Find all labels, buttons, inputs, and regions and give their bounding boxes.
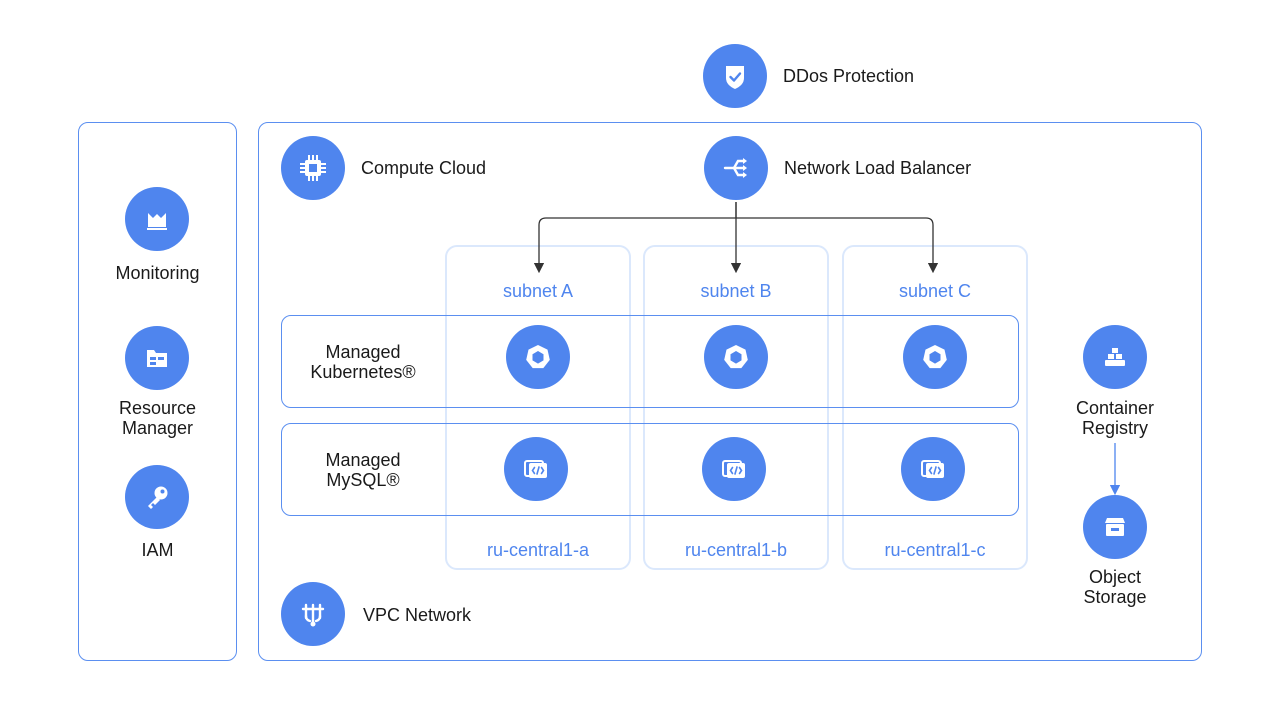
- managed-kubernetes-label: Managed Kubernetes®: [281, 342, 445, 382]
- kubernetes-node-a[interactable]: [506, 325, 570, 389]
- managed-mysql-label: Managed MySQL®: [281, 450, 445, 490]
- database-code-icon: [524, 460, 547, 478]
- network-load-balancer-node[interactable]: [704, 136, 768, 200]
- object-storage-line2: Storage: [1083, 587, 1147, 607]
- managed-kubernetes-line1: Managed: [325, 342, 401, 362]
- iam-label: IAM: [141, 540, 174, 560]
- container-registry-node[interactable]: [1083, 325, 1147, 389]
- object-storage-node[interactable]: [1083, 495, 1147, 559]
- zone-c-label: ru-central1-c: [884, 540, 986, 560]
- subnet-c-label: subnet C: [898, 281, 972, 301]
- resource-folder-icon: [147, 350, 167, 367]
- database-code-icon: [921, 460, 944, 478]
- cpu-chip-icon: [300, 155, 326, 181]
- vpc-network-node[interactable]: [281, 582, 345, 646]
- subnet-b-label: subnet B: [700, 281, 772, 301]
- mysql-row-frame: [281, 423, 1019, 516]
- arrow-to-subnet-a: [533, 202, 737, 274]
- compute-cloud-node[interactable]: [281, 136, 345, 200]
- monitoring-chart-icon: [147, 213, 167, 230]
- zone-a-label: ru-central1-a: [486, 540, 590, 560]
- kubernetes-row-frame: [281, 315, 1019, 408]
- container-registry-line1: Container: [1075, 398, 1155, 418]
- iam-node[interactable]: [125, 465, 189, 529]
- kubernetes-icon: [923, 345, 947, 369]
- subnet-a-label: subnet A: [502, 281, 574, 301]
- mysql-node-a[interactable]: [504, 437, 568, 501]
- container-registry-line2: Registry: [1081, 418, 1148, 438]
- mysql-node-b[interactable]: [702, 437, 766, 501]
- resource-manager-label-text: Resource Manager: [118, 398, 197, 438]
- vpc-network-label: VPC Network: [363, 605, 472, 625]
- ddos-protection-label: DDos Protection: [783, 66, 915, 86]
- services-sidebar-frame: [78, 122, 237, 661]
- network-icon: [301, 603, 325, 627]
- arrow-to-subnet-c: [736, 217, 939, 274]
- database-code-icon: [722, 460, 745, 478]
- storage-drawers-icon: [1105, 518, 1125, 536]
- kubernetes-icon: [526, 345, 550, 369]
- object-storage-line1: Object: [1088, 567, 1142, 587]
- mysql-node-c[interactable]: [901, 437, 965, 501]
- container-boxes-icon: [1105, 348, 1125, 366]
- monitoring-label: Monitoring: [115, 263, 200, 283]
- compute-cloud-label: Compute Cloud: [361, 158, 487, 178]
- kubernetes-icon: [724, 345, 748, 369]
- shield-check-icon: [726, 66, 744, 89]
- managed-mysql-line1: Managed: [325, 450, 401, 470]
- ddos-protection-node[interactable]: [703, 44, 767, 108]
- resource-manager-label: Resource Manager: [78, 398, 237, 438]
- resource-manager-node[interactable]: [125, 326, 189, 390]
- key-icon: [148, 486, 168, 509]
- container-registry-label: Container Registry: [1040, 398, 1190, 438]
- managed-kubernetes-line2: Kubernetes®: [310, 362, 416, 382]
- load-balancer-icon: [723, 158, 747, 178]
- managed-mysql-line2: MySQL®: [326, 470, 400, 490]
- zone-b-label: ru-central1-b: [684, 540, 788, 560]
- network-load-balancer-label: Network Load Balancer: [784, 158, 972, 178]
- monitoring-node[interactable]: [125, 187, 189, 251]
- cloud-frame: [258, 122, 1202, 661]
- kubernetes-node-c[interactable]: [903, 325, 967, 389]
- object-storage-label: Object Storage: [1040, 567, 1190, 607]
- kubernetes-node-b[interactable]: [704, 325, 768, 389]
